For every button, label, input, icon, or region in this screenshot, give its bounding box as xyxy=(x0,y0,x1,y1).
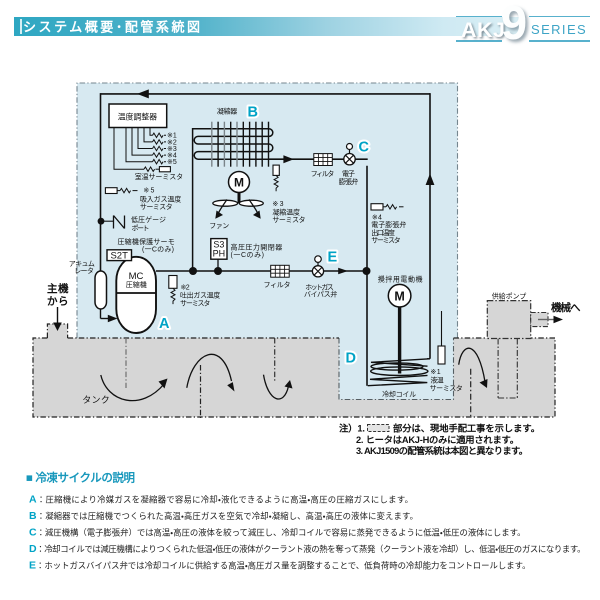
svg-text:レータ: レータ xyxy=(74,266,94,275)
svg-text:2. ヒータはAKJ-Hのみに適用されます。: 2. ヒータはAKJ-Hのみに適用されます。 xyxy=(356,434,519,445)
svg-text:ホットガス: ホットガス xyxy=(305,283,333,292)
svg-text:M: M xyxy=(234,175,244,189)
svg-text:A：圧縮機により冷媒ガスを凝縮器で容易に冷却・液化できるよう: A：圧縮機により冷媒ガスを凝縮器で容易に冷却・液化できるように高温・高圧の圧縮ガ… xyxy=(29,494,413,506)
svg-text:D: D xyxy=(346,351,356,367)
svg-text:S2T: S2T xyxy=(110,250,128,261)
svg-text:圧縮機: 圧縮機 xyxy=(126,280,147,289)
svg-text:システム概要･配管系統図: システム概要･配管系統図 xyxy=(23,20,200,35)
svg-text:液温: 液温 xyxy=(430,375,443,384)
svg-text:サーミスタ: サーミスタ xyxy=(272,215,305,224)
svg-text:B：凝縮器では圧縮機でつくられた高温・高圧ガスを空気で冷却・: B：凝縮器では圧縮機でつくられた高温・高圧ガスを空気で冷却・凝縮し、高温・高圧の… xyxy=(29,510,418,522)
svg-text:(一Cのみ): (一Cのみ) xyxy=(142,245,174,253)
svg-text:圧縮機保護サーモ: 圧縮機保護サーモ xyxy=(118,237,175,246)
svg-text:S3: S3 xyxy=(213,239,224,249)
svg-text:ファン: ファン xyxy=(209,222,229,230)
svg-text:サーミスタ: サーミスタ xyxy=(180,299,210,308)
svg-text:※1: ※1 xyxy=(430,369,440,376)
svg-text:機械へ: 機械へ xyxy=(551,301,581,314)
svg-text:ポート: ポート xyxy=(132,225,150,233)
svg-text:MC: MC xyxy=(129,271,144,282)
svg-text:高圧圧力開閉器: 高圧圧力開閉器 xyxy=(231,242,283,251)
svg-text:D：冷却コイルでは減圧機構によりつくられた低温・低圧の液体が: D：冷却コイルでは減圧機構によりつくられた低温・低圧の液体がクーラント液の熱を奪… xyxy=(29,543,586,555)
svg-text:タンク: タンク xyxy=(82,395,110,405)
svg-text:※5: ※5 xyxy=(143,187,154,194)
svg-text:から: から xyxy=(47,296,69,308)
svg-text:C：減圧機構（電子膨張弁）では高温・高圧の液体を絞って減圧し: C：減圧機構（電子膨張弁）では高温・高圧の液体を絞って減圧し、冷却コイルで容易に… xyxy=(29,527,526,539)
svg-text:凝縮温度: 凝縮温度 xyxy=(272,207,300,216)
svg-text:3. AKJ1509の配管系統は本図と異なります。: 3. AKJ1509の配管系統は本図と異なります。 xyxy=(356,445,528,456)
svg-text:※5: ※5 xyxy=(167,159,177,166)
svg-text:バイパス弁: バイパス弁 xyxy=(304,289,337,298)
svg-text:※3: ※3 xyxy=(167,146,177,153)
svg-text:冷却コイル: 冷却コイル xyxy=(382,390,416,399)
svg-text:PH: PH xyxy=(213,249,226,259)
svg-text:低圧ゲージ: 低圧ゲージ xyxy=(131,215,166,224)
svg-text:供給ポンプ: 供給ポンプ xyxy=(492,291,527,300)
svg-text:注）1.: 注）1. xyxy=(339,423,365,434)
svg-text:※3: ※3 xyxy=(272,201,283,208)
svg-text:凝縮器: 凝縮器 xyxy=(217,107,237,116)
svg-text:電子: 電子 xyxy=(342,170,355,178)
svg-text:アキュム: アキュム xyxy=(69,260,95,268)
svg-text:E: E xyxy=(328,250,338,266)
svg-text:電子膨張弁: 電子膨張弁 xyxy=(371,220,406,229)
svg-text:※4: ※4 xyxy=(372,214,382,221)
svg-text:出口温度: 出口温度 xyxy=(371,228,395,237)
svg-text:膨張弁: 膨張弁 xyxy=(339,177,359,186)
svg-text:B: B xyxy=(248,105,258,121)
svg-text:■ 冷凍サイクルの説明: ■ 冷凍サイクルの説明 xyxy=(26,471,135,485)
svg-text:室温サーミスタ: 室温サーミスタ xyxy=(135,172,183,181)
svg-text:部分は、現地手配工事を示します。: 部分は、現地手配工事を示します。 xyxy=(393,423,540,434)
svg-text:サーミスタ: サーミスタ xyxy=(140,202,173,211)
svg-text:吐出ガス温度: 吐出ガス温度 xyxy=(180,291,220,300)
svg-text:A: A xyxy=(159,316,170,332)
svg-text:主機: 主機 xyxy=(47,282,69,295)
svg-text:※2: ※2 xyxy=(181,284,190,291)
svg-text:※1: ※1 xyxy=(167,133,177,140)
svg-text:フィルタ: フィルタ xyxy=(264,280,291,289)
svg-text:サーミスタ: サーミスタ xyxy=(371,236,400,245)
svg-text:フィルタ: フィルタ xyxy=(311,169,335,178)
svg-text:※4: ※4 xyxy=(167,153,177,160)
svg-text:サーミスタ: サーミスタ xyxy=(430,383,463,392)
svg-text:C: C xyxy=(359,140,370,156)
svg-text:(一Cのみ): (一Cのみ) xyxy=(231,251,265,259)
svg-text:攪拌用電動機: 攪拌用電動機 xyxy=(378,274,423,283)
svg-text:※2: ※2 xyxy=(167,139,177,146)
svg-text:温度調整器: 温度調整器 xyxy=(118,112,158,122)
svg-text:E：ホットガスバイパス弁では冷却コイルに供給する高温・高圧ガ: E：ホットガスバイパス弁では冷却コイルに供給する高温・高圧ガス量を調整することで… xyxy=(29,560,531,572)
svg-text:吸入ガス温度: 吸入ガス温度 xyxy=(140,194,181,203)
svg-text:M: M xyxy=(394,289,404,303)
